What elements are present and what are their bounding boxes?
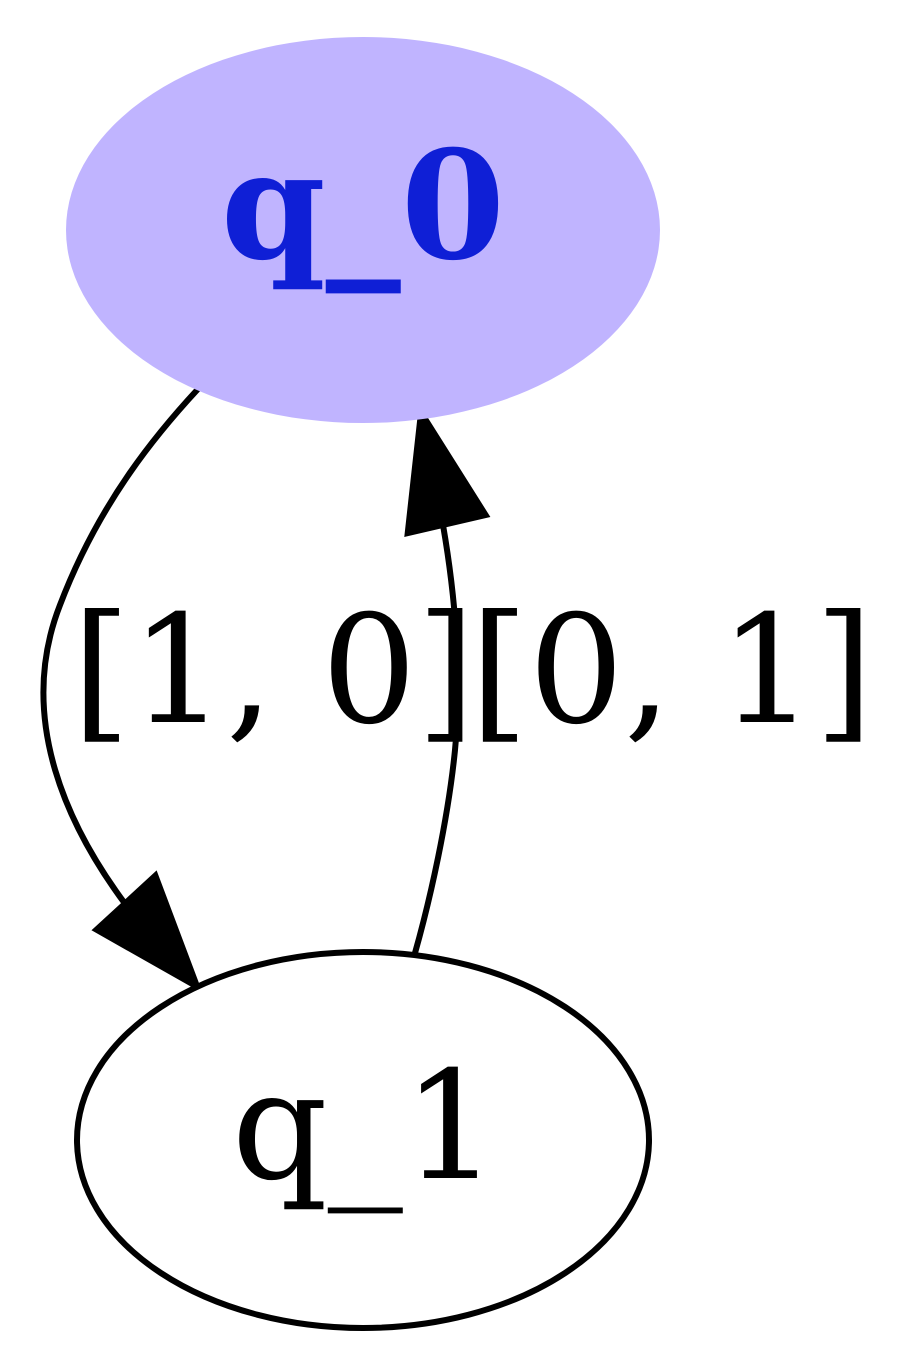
edge-q0-to-q1 [40, 386, 203, 994]
node-q0: q_0 [66, 37, 660, 423]
edge-q1-to-q0-arrowhead [404, 403, 491, 537]
node-q1-shape [74, 949, 652, 1331]
edge-q0-to-q1-label: [1, 0] [72, 584, 475, 758]
edge-q0-to-q1-arrowhead [91, 870, 203, 994]
edge-q1-to-q0 [404, 403, 491, 954]
edge-q0-to-q1-line [40, 386, 201, 907]
node-q1-label: q_1 [232, 1040, 498, 1214]
edge-q1-to-q0-label: [0, 1] [470, 584, 873, 758]
node-q0-label: q_0 [221, 118, 505, 294]
node-q0-shape [66, 37, 660, 423]
edge-q1-to-q0-line [412, 524, 461, 954]
node-q1: q_1 [74, 949, 652, 1331]
